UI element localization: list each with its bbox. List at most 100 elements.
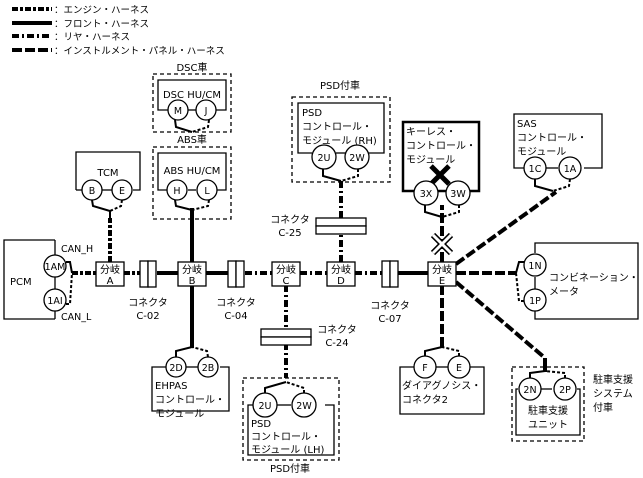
- dsc-pin-j: [195, 99, 217, 121]
- connector-c07-label: コネクタ: [370, 300, 410, 312]
- pcm-label: PCM: [10, 277, 32, 288]
- parking-line1: 駐車支援: [528, 404, 568, 417]
- connector-c24-label: コネクタ: [317, 324, 357, 336]
- psd-lh-line2: コントロール・: [251, 432, 321, 443]
- meter-pin-1p-label: 1P: [529, 296, 541, 307]
- parking-option-line1: 駐車支援: [593, 373, 633, 386]
- dsc-label: DSC HU/CM: [163, 90, 221, 101]
- tcm-module: TCM B E: [75, 151, 141, 218]
- dsc-pin-j-label: J: [204, 106, 208, 117]
- sas-module: SAS コントロール・ モジュール 1C 1A: [513, 113, 603, 192]
- junction-d-label: D: [337, 276, 345, 287]
- ehpas-line2: コントロール・: [155, 395, 225, 406]
- dsc-pin-m: [167, 99, 189, 121]
- abs-label: ABS HU/CM: [164, 166, 221, 177]
- keyless-pin-3w-label: 3W: [450, 189, 466, 200]
- junction-b: 分岐 B: [177, 261, 207, 287]
- ehpas-line1: EHPAS: [155, 381, 187, 392]
- wire-e-park: [454, 280, 547, 360]
- abs-pin-h-label: H: [173, 186, 180, 197]
- abs-option-frame: [152, 146, 232, 220]
- connector-c02: コネクタ C-02: [128, 260, 168, 322]
- psd-lh-line1: PSD: [251, 419, 271, 430]
- pcm-pin-1am-label: 1AM: [45, 262, 66, 273]
- psd-rh-line3: モジュール (RH): [302, 136, 377, 147]
- ehpas-pin-2d-label: 2D: [169, 363, 182, 374]
- keyless-line3: モジュール: [406, 155, 455, 166]
- keyless-fault-x-icon: [429, 164, 451, 186]
- junction-c-label: C: [283, 276, 290, 287]
- junction-a-top: 分岐: [100, 263, 120, 276]
- diag-pin-f-label: F: [422, 363, 427, 374]
- pcm-pin-1ai-label: 1AI: [47, 296, 62, 307]
- dsc-option-label: DSC車: [176, 61, 207, 74]
- psd-lh-pin-2u-label: 2U: [259, 401, 272, 412]
- meter-line2: メータ: [549, 286, 579, 298]
- keyless-pin-3x-label: 3X: [420, 189, 433, 200]
- ehpas-pin-2b-label: 2B: [202, 363, 215, 374]
- psd-rh-pin-2u-label: 2U: [318, 153, 331, 164]
- sas-line2: コントロール・: [517, 133, 587, 144]
- can-l-label: CAN_L: [61, 312, 92, 323]
- psd-lh-pin-2w-label: 2W: [296, 401, 312, 412]
- parking-option-line3: 付車: [593, 401, 613, 414]
- dsc-module: DSC車 DSC HU/CM M J: [152, 61, 232, 133]
- ehpas-line3: モジュール: [155, 409, 204, 420]
- tcm-pin-b-label: B: [89, 186, 96, 197]
- ehpas-module: 2D 2B EHPAS コントロール・ モジュール: [151, 346, 230, 420]
- meter-pin-1n: [523, 253, 547, 277]
- psd-lh-line3: モジュール (LH): [251, 445, 324, 456]
- sas-pin-1a-label: 1A: [564, 164, 577, 175]
- dsc-pin-m-label: M: [174, 106, 182, 117]
- parking-pin-2n-label: 2N: [523, 385, 536, 396]
- junction-a-label: A: [107, 276, 114, 287]
- junction-e-label: E: [439, 276, 445, 287]
- tcm-label: TCM: [96, 168, 118, 179]
- pcm-module: PCM 1AM 1AI CAN_H CAN_L: [3, 239, 93, 323]
- junction-a: 分岐 A: [95, 261, 125, 287]
- legend: ：エンジン・ハーネス ：フロント・ハーネス ：リヤ・ハーネス ：インストルメント…: [12, 5, 225, 57]
- abs-module: ABS車 ABS HU/CM H L: [152, 133, 232, 220]
- junction-c: 分岐 C: [271, 261, 301, 287]
- sas-line1: SAS: [517, 119, 537, 130]
- sas-line3: モジュール: [517, 147, 566, 158]
- connector-c24-id: C-24: [325, 338, 348, 349]
- can-h-label: CAN_H: [61, 244, 93, 255]
- sas-pin-1c-label: 1C: [529, 164, 542, 175]
- branch-wires: [108, 186, 558, 378]
- keyless-line2: コントロール・: [406, 141, 476, 152]
- psd-rh-pin-2w-label: 2W: [349, 153, 365, 164]
- psd-lh-module: 2U 2W PSD コントロール・ モジュール (LH) PSD付車: [242, 377, 340, 475]
- connector-c07-id: C-07: [378, 314, 401, 325]
- connector-c04-label: コネクタ: [216, 297, 256, 309]
- abs-pin-l-label: L: [204, 186, 210, 197]
- psd-lh-option-frame: [242, 377, 340, 461]
- legend-front-label: ：フロント・ハーネス: [54, 19, 149, 30]
- parking-pin-2p-label: 2P: [559, 385, 571, 396]
- diag-pin-e-label: E: [456, 363, 462, 374]
- psd-rh-option-label: PSD付車: [320, 79, 360, 92]
- tcm-pin-e-label: E: [119, 186, 125, 197]
- psd-rh-line1: PSD: [302, 108, 322, 119]
- wire-e-sas: [454, 190, 558, 266]
- keyless-module: キーレス・ コントロール・ モジュール 3X 3W: [401, 120, 481, 256]
- connector-c04-id: C-04: [224, 311, 247, 322]
- meter-module: コンビネーション・ メータ 1N 1P: [515, 242, 639, 320]
- connector-c25-label: コネクタ: [270, 214, 310, 226]
- meter-pin-1n-label: 1N: [528, 261, 541, 272]
- connector-c24: コネクタ C-24: [260, 324, 357, 349]
- diag-connector: F E ダイアグノシス・ コネクタ2: [399, 346, 485, 415]
- connector-c07: コネクタ C-07: [370, 260, 410, 325]
- junction-c-top: 分岐: [276, 263, 296, 276]
- junction-e-top: 分岐: [432, 263, 452, 276]
- psd-rh-module: PSD付車 PSD コントロール・ モジュール (RH) 2U 2W: [291, 79, 391, 188]
- parking-option-frame: [511, 366, 585, 442]
- pcm-pin-1ai: [43, 288, 67, 312]
- junction-e: 分岐 E: [427, 261, 457, 287]
- legend-instrument-label: ：インストルメント・パネル・ハーネス: [54, 46, 225, 57]
- connector-c25: コネクタ C-25: [270, 214, 367, 239]
- diag-line2: コネクタ2: [402, 394, 448, 406]
- abs-pin-h: [166, 179, 188, 201]
- parking-line2: ユニット: [528, 420, 568, 431]
